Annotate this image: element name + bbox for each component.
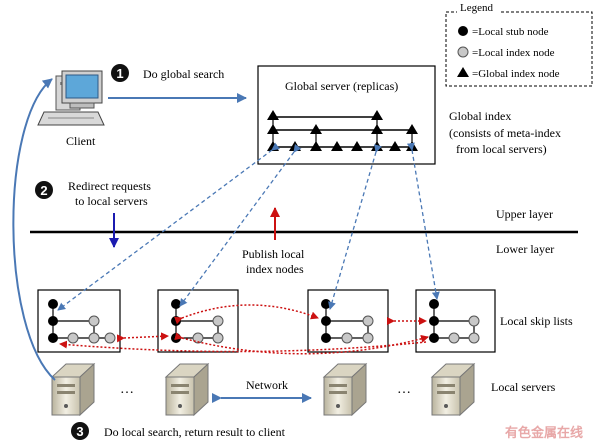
lower-layer-label: Lower layer <box>496 242 554 256</box>
legend-title: Legend <box>460 2 493 14</box>
legend-item-stub: =Local stub node <box>472 26 549 38</box>
step-3-number: 3 <box>76 424 83 439</box>
global-index-node-legend-icon <box>457 67 469 77</box>
global-server-title: Global server (replicas) <box>285 79 398 93</box>
step-1-badge <box>111 64 129 82</box>
local-servers-label: Local servers <box>491 380 556 394</box>
local-skip-list-box-2 <box>157 289 239 353</box>
global-local-links <box>57 142 440 311</box>
step-2-label-line2: to local servers <box>75 194 148 208</box>
network-label: Network <box>246 378 288 392</box>
step-2-badge <box>35 181 53 199</box>
global-index-node <box>310 124 322 134</box>
legend-box <box>445 11 593 87</box>
step-3-badge <box>71 422 89 440</box>
global-index-node <box>371 110 383 120</box>
return-to-client-arrow <box>12 78 56 381</box>
step-2-number: 2 <box>40 183 47 198</box>
local-skip-list-box-1 <box>37 289 121 353</box>
global-index-title: Global index <box>449 109 511 123</box>
global-index-desc-1: (consists of meta-index <box>449 126 561 140</box>
local-server-icon <box>164 362 210 417</box>
step-3-label: Do local search, return result to client <box>104 425 286 439</box>
global-index-node <box>310 141 322 151</box>
legend-item-global: =Global index node <box>472 68 560 80</box>
global-index-node <box>267 110 279 120</box>
global-index-desc-2: from local servers) <box>456 142 547 156</box>
local-skip-lists-label: Local skip lists <box>500 314 573 328</box>
local-stub-node-legend-icon <box>458 26 468 36</box>
ellipsis-left: … <box>120 382 134 397</box>
global-index-node <box>371 124 383 134</box>
global-index-node <box>389 141 401 151</box>
client-computer-icon <box>37 70 105 126</box>
local-index-node-legend-icon <box>457 46 469 58</box>
local-server-icon <box>322 362 368 417</box>
local-skip-list-box-3 <box>307 289 389 353</box>
local-skip-list-box-4 <box>415 289 496 353</box>
client-label: Client <box>66 134 96 148</box>
step-1-number: 1 <box>116 66 123 81</box>
publish-label-line2: index nodes <box>246 262 304 276</box>
legend-item-index: =Local index node <box>472 47 555 59</box>
local-server-icon <box>50 362 96 417</box>
watermark: 有色金属在线 <box>505 425 583 441</box>
ellipsis-right: … <box>397 382 411 397</box>
local-peer-links <box>59 304 429 355</box>
global-index-node <box>267 124 279 134</box>
legend: Legend =Local stub node =Local index nod… <box>445 2 593 87</box>
upper-layer-label: Upper layer <box>496 207 553 221</box>
step-1-label: Do global search <box>143 67 224 81</box>
global-index-node <box>406 124 418 134</box>
publish-label-line1: Publish local <box>242 247 305 261</box>
local-server-icon <box>430 362 476 417</box>
step-2-label-line1: Redirect requests <box>68 179 151 193</box>
